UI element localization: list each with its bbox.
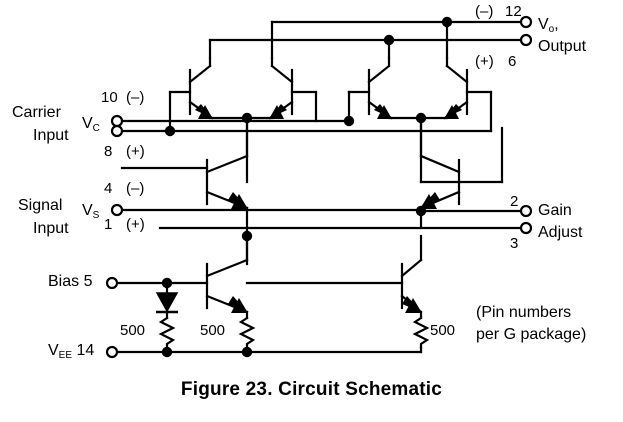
bias-label: Bias 5 (48, 273, 93, 290)
output-pin-6-sign: (+) (475, 53, 494, 70)
carrier-pin-10-sign: (–) (126, 89, 145, 106)
resistor-mid-500-label: 500 (200, 322, 226, 339)
vee-symbol-subscript: EE (58, 350, 73, 361)
resistor-left-500-symbol (158, 316, 176, 350)
q1-collector-lead (188, 64, 212, 84)
terminal-circles (105, 15, 533, 359)
q7-collector-lead (205, 258, 249, 278)
diode-bias-symbol (155, 292, 179, 314)
signal-symbol-subscript: S (92, 210, 100, 221)
q2-collector-lead (270, 64, 294, 84)
output-pin-12-sign: (–) (475, 3, 494, 20)
terminal-pin-5 (105, 276, 119, 290)
output-vo-label: Vo, (538, 16, 559, 35)
output-pin-6-number: 6 (508, 53, 517, 70)
terminal-pin-14 (105, 345, 119, 359)
terminal-pin-10 (110, 114, 124, 128)
terminal-pin-6 (519, 33, 533, 47)
bias-pin-number: 5 (83, 273, 93, 290)
output-vo-subscript: o (548, 24, 555, 35)
gain-pin-2-number: 2 (510, 193, 519, 210)
q5-collector-lead (205, 154, 249, 174)
transistor-emitter-arrows (195, 104, 462, 313)
carrier-symbol-subscript: C (92, 123, 100, 134)
signal-pin-1-sign: (+) (126, 216, 145, 233)
q8-collector-lead (400, 258, 423, 278)
carrier-pin-8-number: 8 (104, 143, 113, 160)
q6-collector-lead (419, 154, 461, 174)
signal-input-label-line1: Signal (18, 197, 63, 214)
resistor-right-500-symbol (412, 316, 430, 350)
q4-collector-lead (445, 64, 469, 84)
figure-caption: Figure 23. Circuit Schematic (180, 379, 443, 400)
output-pin-12-number: 12 (505, 3, 522, 20)
resistor-right-500-label: 500 (430, 322, 456, 339)
output-label-line2: Output (538, 38, 587, 55)
signal-symbol: VS (82, 202, 100, 221)
carrier-input-label-line1: Carrier (12, 104, 61, 121)
signal-pin-1-number: 1 (104, 216, 113, 233)
wire-junction-dots (161, 16, 453, 358)
carrier-pin-8-sign: (+) (126, 143, 145, 160)
signal-pin-4-sign: (–) (126, 180, 145, 197)
carrier-symbol: VC (82, 115, 100, 134)
resistor-mid-500-symbol (238, 316, 256, 350)
carrier-input-label-line2: Input (33, 127, 69, 144)
signal-input-label-line2: Input (33, 220, 69, 237)
q3-collector-lead (367, 64, 391, 84)
terminal-pin-12 (519, 15, 533, 29)
gain-pin-3-number: 3 (510, 235, 519, 252)
gain-adjust-label-line2: Adjust (538, 224, 583, 241)
terminal-pin-4 (110, 203, 124, 217)
resistor-left-500-label: 500 (120, 322, 146, 339)
terminal-pin-8 (110, 124, 124, 138)
vee-pin-number: 14 (76, 342, 95, 359)
gain-adjust-label-line1: Gain (538, 202, 572, 219)
terminal-pin-2 (519, 204, 533, 218)
pin-note-line1: (Pin numbers (476, 304, 572, 321)
pin-note-line2: per G package) (476, 326, 587, 343)
terminal-pin-3 (519, 221, 533, 235)
vee-label: VEE 14 (48, 342, 95, 361)
carrier-pin-10-number: 10 (101, 89, 118, 106)
signal-pin-4-number: 4 (104, 180, 113, 197)
